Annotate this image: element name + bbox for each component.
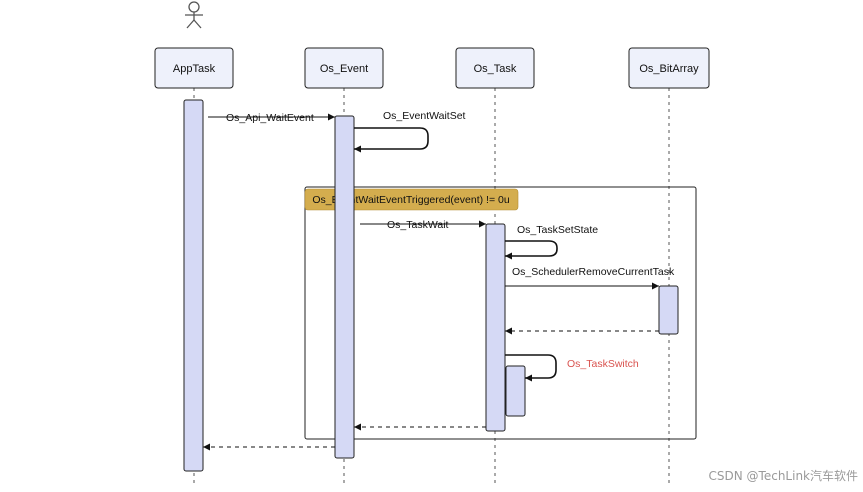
message-task-set-state-label: Os_TaskSetState: [517, 224, 598, 236]
message-task-switch-label: Os_TaskSwitch: [567, 358, 639, 370]
participant-event-label: Os_Event: [320, 63, 368, 75]
guard-condition-label: Os_EventWaitEventTriggered(event) != 0u: [312, 194, 510, 206]
message-wait-event: Os_Api_WaitEvent: [208, 112, 335, 124]
participant-app-label: AppTask: [173, 63, 216, 75]
participant-event[interactable]: Os_Event: [304, 47, 384, 89]
activation-task: [485, 223, 506, 432]
message-task-switch: Os_TaskSwitch: [505, 354, 639, 382]
actor-icon: [185, 1, 203, 29]
message-task-wait-label: Os_TaskWait: [387, 219, 449, 231]
message-task-wait: Os_TaskWait: [360, 219, 486, 231]
participant-bitarray-label: Os_BitArray: [639, 63, 699, 75]
message-scheduler-remove: Os_SchedulerRemoveCurrentTask: [505, 266, 675, 290]
message-event-wait-set-label: Os_EventWaitSet: [383, 110, 466, 122]
participant-bitarray[interactable]: Os_BitArray: [628, 47, 710, 89]
watermark: CSDN @TechLink汽车软件: [709, 468, 858, 483]
activation-bitarray: [658, 285, 679, 335]
participant-app[interactable]: AppTask: [154, 47, 234, 89]
guard-frame: [304, 186, 697, 440]
message-event-wait-set: Os_EventWaitSet: [354, 110, 466, 153]
activation-task-nested: [505, 365, 526, 417]
message-task-set-state: Os_TaskSetState: [505, 224, 598, 260]
participant-task[interactable]: Os_Task: [455, 47, 535, 89]
message-scheduler-remove-label: Os_SchedulerRemoveCurrentTask: [512, 266, 675, 278]
activation-event: [334, 115, 355, 459]
message-wait-event-label: Os_Api_WaitEvent: [226, 112, 314, 124]
guard-condition: Os_EventWaitEventTriggered(event) != 0u: [304, 188, 519, 211]
activation-app: [183, 99, 204, 472]
participant-task-label: Os_Task: [474, 63, 517, 75]
